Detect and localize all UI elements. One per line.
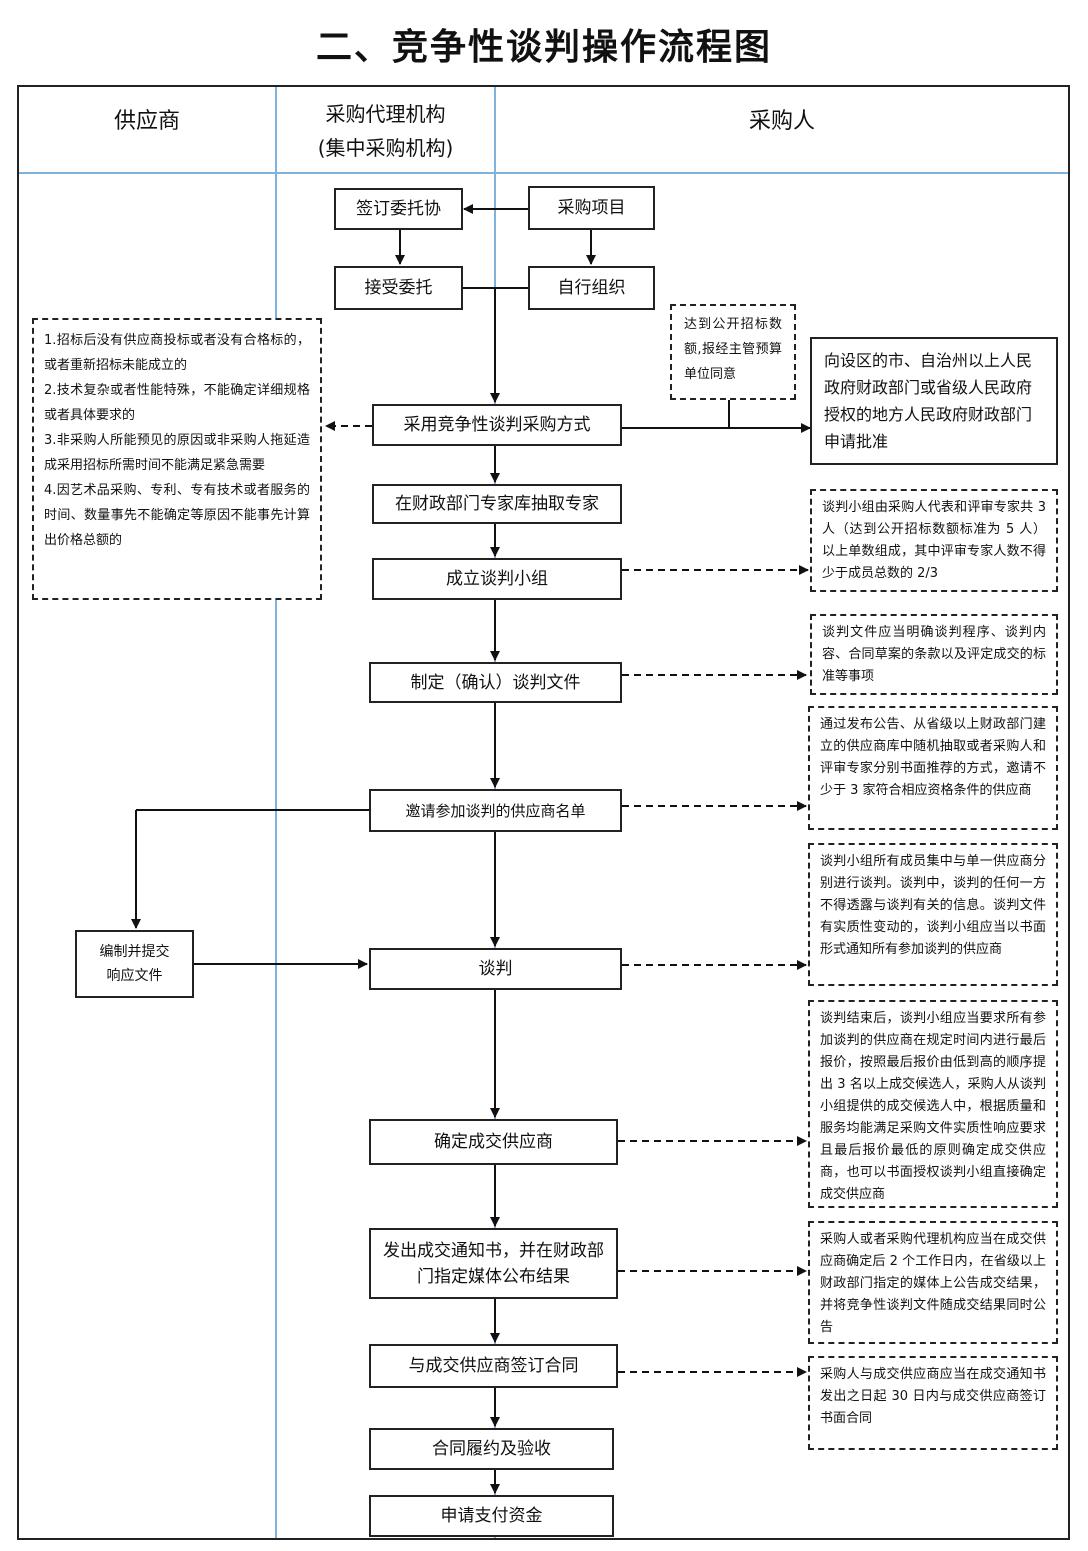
- box-submit-response: 编制并提交 响应文件: [75, 930, 194, 998]
- note-applicable-conditions: 1.招标后没有供应商投标或者没有合格标的，或者重新招标未能成立的 2.技术复杂或…: [32, 318, 322, 600]
- lane-header-agency: 采购代理机构 (集中采购机构): [277, 97, 494, 165]
- box-perform-accept: 合同履约及验收: [369, 1428, 614, 1470]
- box-self-organize: 自行组织: [528, 266, 655, 310]
- lane-header-supplier: 供应商: [113, 109, 180, 134]
- box-sign-agreement: 签订委托协: [334, 188, 463, 230]
- box-submit-response-line1: 编制并提交: [99, 944, 170, 960]
- note-invite-method: 通过发布公告、从省级以上财政部门建立的供应商库中随机抽取或者采购人和评审专家分别…: [808, 706, 1058, 830]
- box-negotiation: 谈判: [369, 948, 622, 990]
- lane-header-purchaser: 采购人: [748, 109, 815, 134]
- lane-header-agency-line2: (集中采购机构): [317, 136, 454, 160]
- note-confirm-rules: 谈判结束后，谈判小组应当要求所有参加谈判的供应商在规定时间内进行最后报价，按照最…: [808, 1000, 1058, 1208]
- condition-item-2: 2.技术复杂或者性能特殊，不能确定详细规格或者具体要求的: [44, 383, 310, 423]
- condition-item-3: 3.非采购人所能预见的原因或非采购人拖延造成采用招标所需时间不能满足紧急需要: [44, 433, 310, 473]
- box-purchase-project: 采购项目: [528, 186, 655, 230]
- box-invite-suppliers: 邀请参加谈判的供应商名单: [369, 789, 622, 832]
- box-apply-approval: 向设区的市、自治州以上人民政府财政部门或省级人民政府授权的地方人民政府财政部门申…: [810, 337, 1058, 465]
- note-negotiation-rules: 谈判小组所有成员集中与单一供应商分别进行谈判。谈判中，谈判的任何一方不得透露与谈…: [808, 843, 1058, 986]
- box-sign-contract: 与成交供应商签订合同: [369, 1344, 618, 1388]
- box-confirm-supplier: 确定成交供应商: [369, 1119, 618, 1165]
- box-prepare-document: 制定（确认）谈判文件: [369, 662, 622, 703]
- note-team-composition: 谈判小组由采购人代表和评审专家共 3 人（达到公开招标数额标准为 5 人）以上单…: [810, 489, 1058, 592]
- box-form-team: 成立谈判小组: [372, 558, 622, 600]
- box-issue-notice-line2: 门指定媒体公布结果: [417, 1266, 570, 1287]
- note-contract-rules: 采购人与成交供应商应当在成交通知书发出之日起 30 日内与成交供应商签订书面合同: [808, 1356, 1058, 1450]
- box-accept-entrust: 接受委托: [334, 266, 463, 310]
- lane-divider-left: [275, 87, 277, 1538]
- box-apply-payment: 申请支付资金: [369, 1495, 614, 1537]
- box-issue-notice-line1: 发出成交通知书，并在财政部: [383, 1240, 604, 1261]
- box-submit-response-line2: 响应文件: [106, 968, 163, 984]
- box-adopt-negotiation: 采用竞争性谈判采购方式: [372, 404, 622, 446]
- condition-item-4: 4.因艺术品采购、专利、专有技术或者服务的时间、数量事先不能确定等原因不能事先计…: [44, 483, 310, 548]
- note-threshold: 达到公开招标数额,报经主管预算单位同意: [670, 304, 796, 400]
- note-document-content: 谈判文件应当明确谈判程序、谈判内容、合同草案的条款以及评定成交的标准等事项: [810, 614, 1058, 695]
- lane-header-divider: [19, 172, 1068, 174]
- box-issue-notice: 发出成交通知书，并在财政部 门指定媒体公布结果: [369, 1228, 618, 1299]
- page-title: 二、竞争性谈判操作流程图: [315, 27, 772, 68]
- note-notice-rules: 采购人或者采购代理机构应当在成交供应商确定后 2 个工作日内，在省级以上财政部门…: [808, 1221, 1058, 1344]
- lane-header-agency-line1: 采购代理机构: [325, 102, 446, 126]
- box-draw-experts: 在财政部门专家库抽取专家: [372, 484, 622, 524]
- condition-item-1: 1.招标后没有供应商投标或者没有合格标的，或者重新招标未能成立的: [44, 333, 310, 373]
- swimlane-frame: [17, 85, 1070, 1540]
